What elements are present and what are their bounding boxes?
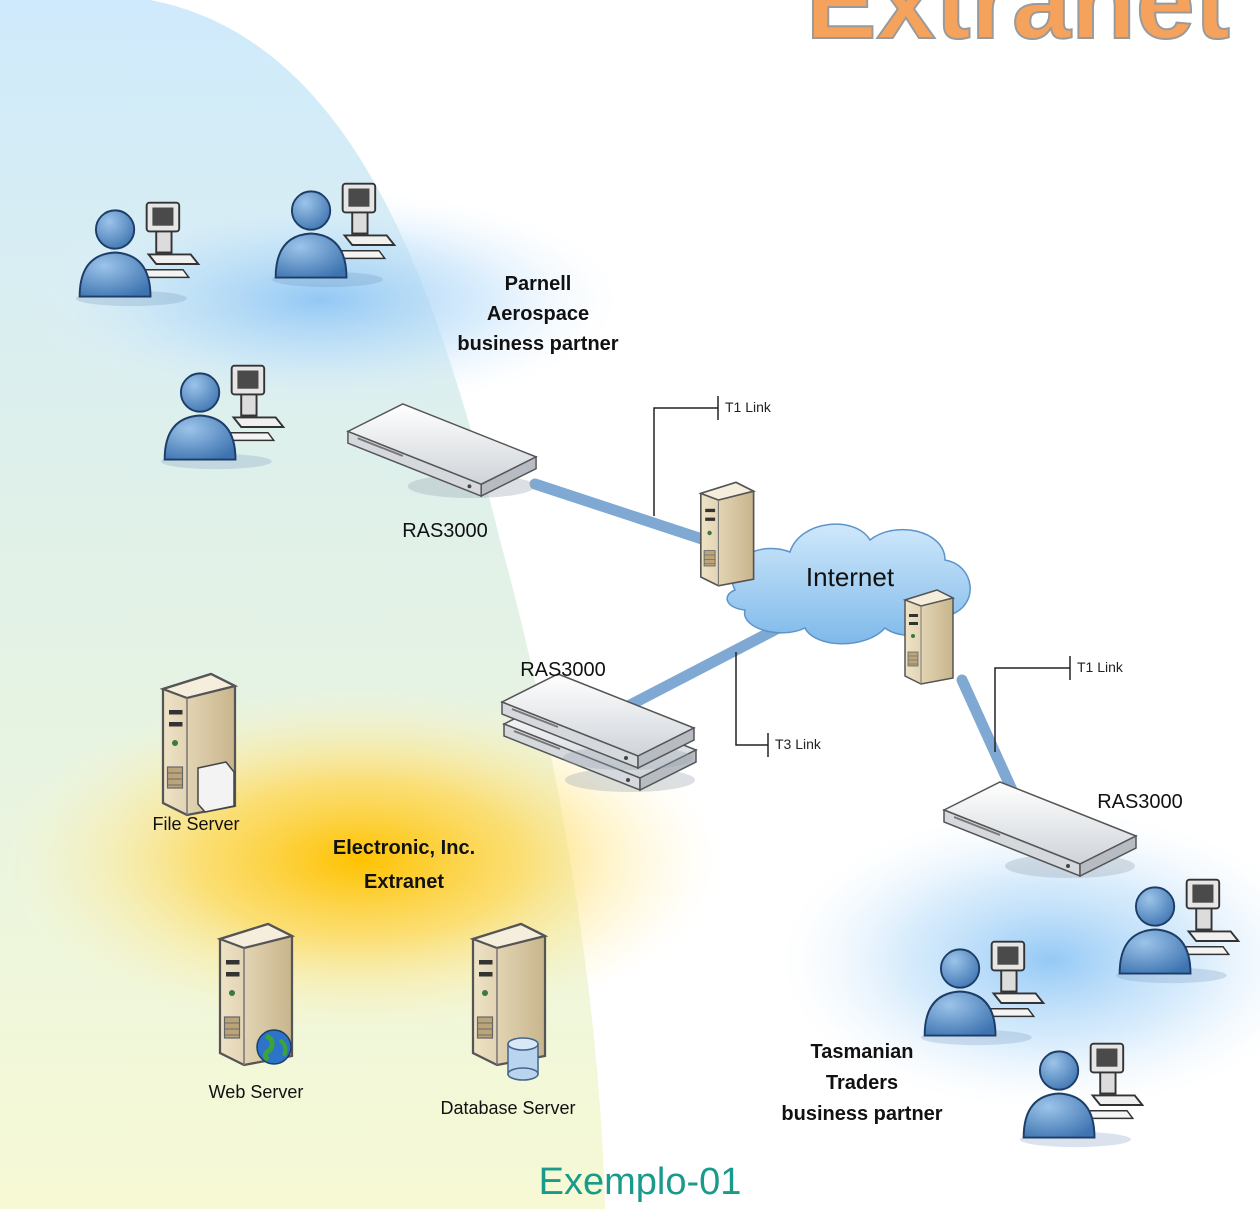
file-server-label: File Server bbox=[152, 814, 239, 834]
ras-right-label: RAS3000 bbox=[1097, 791, 1183, 813]
parnell-label: Parnell Aerospace business partner bbox=[457, 273, 618, 355]
tasmanian-label: Tasmanian Traders business partner bbox=[781, 1041, 942, 1125]
ras-middle-label: RAS3000 bbox=[520, 659, 606, 681]
page-title: Extranet bbox=[806, 0, 1230, 61]
parnell-label-line-3: business partner bbox=[457, 333, 618, 355]
internet-label: Internet bbox=[806, 562, 895, 592]
database-cylinder-icon bbox=[507, 1037, 539, 1081]
gateway-server-icon bbox=[904, 589, 954, 685]
t1-link-right-marker bbox=[994, 656, 1071, 752]
electronic-label: Electronic, Inc. Extranet bbox=[333, 837, 475, 893]
t3-link-marker bbox=[735, 652, 769, 757]
globe-icon bbox=[256, 1029, 292, 1065]
gateway-server-icon bbox=[699, 481, 755, 587]
electronic-label-line-2: Extranet bbox=[364, 871, 444, 893]
cable-electronic-internet bbox=[624, 616, 796, 711]
cable-parnell-internet bbox=[529, 478, 711, 546]
parnell-label-line-2: Aerospace bbox=[487, 303, 589, 325]
network-links bbox=[529, 478, 1018, 796]
tasmanian-label-line-1: Tasmanian bbox=[811, 1041, 914, 1063]
tasmanian-label-line-3: business partner bbox=[781, 1103, 942, 1125]
electronic-label-line-1: Electronic, Inc. bbox=[333, 837, 475, 859]
web-server-label: Web Server bbox=[209, 1082, 304, 1102]
ras-top-label: RAS3000 bbox=[402, 520, 488, 542]
tasmanian-label-line-2: Traders bbox=[826, 1072, 898, 1094]
t1-link-top-label: T1 Link bbox=[725, 399, 772, 415]
parnell-label-line-1: Parnell bbox=[505, 273, 572, 295]
t3-link-label: T3 Link bbox=[775, 736, 822, 752]
t1-link-right-label: T1 Link bbox=[1077, 659, 1124, 675]
cable-internet-tasmanian bbox=[956, 674, 1018, 796]
database-server-label: Database Server bbox=[440, 1098, 575, 1118]
caption: Exemplo-01 bbox=[539, 1161, 742, 1203]
file-document-icon bbox=[197, 761, 235, 813]
t1-link-top-marker bbox=[653, 396, 719, 516]
